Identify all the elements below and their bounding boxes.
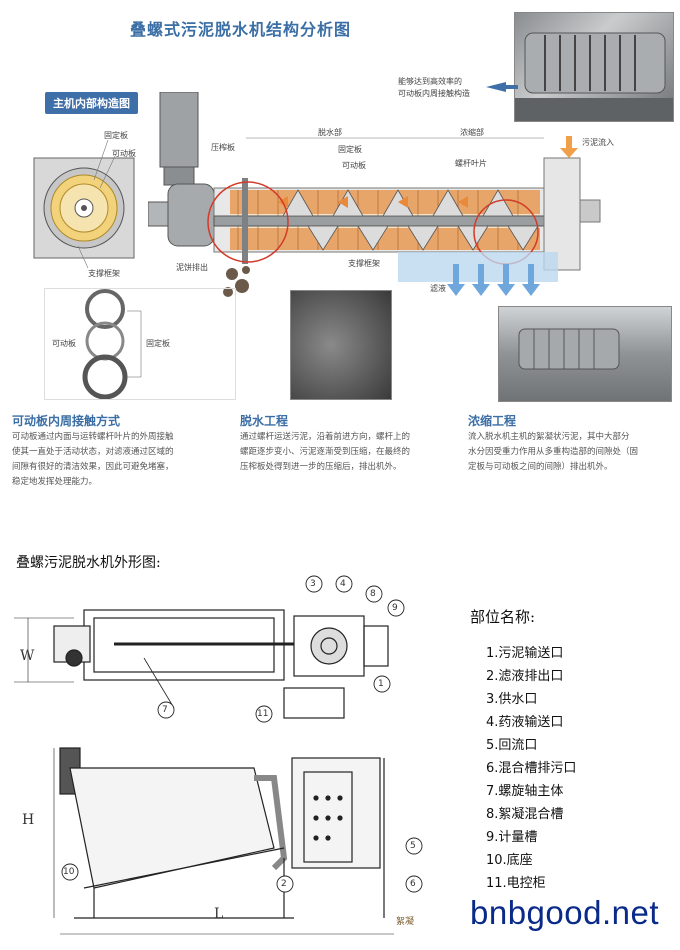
section-text-contact: 可动板通过内面与运转螺杆叶片的外周接触使其一直处于活动状态，对滤液通过区域的 间… (12, 432, 174, 487)
label-moving-plate: 可动板 (342, 161, 366, 170)
callout-1: 1 (378, 679, 384, 689)
list-item: 5.回流口 (486, 738, 538, 753)
list-item: 2.滤液排出口 (486, 669, 564, 684)
callout-11: 11 (257, 709, 269, 719)
page-title: 叠螺式污泥脱水机结构分析图 (130, 20, 352, 39)
internal-structure-badge: 主机内部构造图 (45, 92, 138, 114)
list-item: 8.絮凝混合槽 (486, 807, 564, 822)
callout-top-line2: 可动板内周接触构造 (398, 89, 470, 98)
list-item: 10.底座 (486, 853, 533, 868)
label-screw-blade: 螺杆叶片 (455, 159, 487, 168)
dim-h: H (22, 812, 35, 828)
callout-2: 2 (281, 879, 287, 889)
section-heading-contact: 可动板内周接触方式 (12, 414, 121, 428)
callout-8: 8 (370, 589, 376, 599)
label-sludge-in: 污泥流入 (582, 138, 614, 147)
label-support-frame: 支撑框架 (348, 259, 380, 268)
callout-5: 5 (410, 841, 416, 851)
list-item: 9.计量槽 (486, 830, 538, 845)
callout-7: 7 (162, 705, 168, 715)
section-text-dewater: 通过螺杆运送污泥，沿着前进方向，螺杆上的螺距逐步变小、污泥逐渐受到压缩，在最终的… (240, 432, 411, 472)
top-view-drawing (14, 609, 389, 719)
label-press-plate: 压榨板 (211, 143, 235, 152)
side-view-drawing (53, 747, 394, 935)
watermark: bnbgood.net (470, 894, 660, 931)
label-cake-out: 泥饼排出 (176, 263, 208, 272)
callout-6: 6 (410, 879, 416, 889)
list-item: 3.供水口 (486, 692, 538, 707)
callout-3: 3 (310, 579, 316, 589)
list-item: 4.药液输送口 (486, 715, 564, 730)
label-fixed-plate-cs: 固定板 (104, 131, 128, 140)
label-moving-plate-cs: 可动板 (112, 149, 136, 158)
callout-10: 10 (63, 867, 75, 877)
dewater-photo (290, 290, 392, 400)
callout-4: 4 (340, 579, 346, 589)
list-item: 7.螺旋轴主体 (486, 784, 564, 799)
callout-arrow (486, 82, 518, 92)
label-fixed-plate: 固定板 (338, 145, 362, 154)
list-item: 6.混合槽排污口 (486, 761, 577, 776)
thicken-photo (498, 306, 672, 402)
section-heading-dewater: 脱水工程 (240, 414, 289, 428)
list-item: 11.电控柜 (486, 876, 546, 891)
watermark-small: 絮凝 (396, 917, 415, 927)
label-fixed-plate-box: 固定板 (146, 339, 170, 348)
list-item: 1.污泥输送口 (486, 646, 564, 661)
label-moving-plate-box: 可动板 (52, 339, 76, 348)
callout-9: 9 (392, 603, 398, 613)
parts-list: 1.污泥输送口 2.滤液排出口 3.供水口 4.药液输送口 5.回流口 6.混合… (486, 642, 576, 895)
dim-w: W (20, 648, 35, 664)
label-filtrate: 滤液 (430, 284, 446, 293)
cross-section-diagram (33, 139, 135, 269)
label-dewater-section: 脱水部 (318, 128, 342, 137)
callout-top-line1: 能够达到高效率的 (398, 77, 462, 86)
callout-circles (61, 575, 423, 893)
dim-l: L (214, 906, 224, 922)
machine-photo-top (514, 12, 674, 122)
section-text-thicken: 流入脱水机主机的絮凝状污泥，其中大部分水分因受重力作用从多重构造部的间隙处（固 … (468, 432, 639, 472)
plates-box (44, 288, 236, 400)
section-heading-thicken: 浓缩工程 (468, 414, 517, 428)
label-thicken-section: 浓缩部 (460, 128, 484, 137)
main-machine-diagram (148, 92, 601, 297)
parts-title: 部位名称: (470, 608, 536, 626)
label-frame-cs: 支撑框架 (88, 269, 120, 278)
exterior-title: 叠螺污泥脱水机外形图: (16, 555, 161, 571)
